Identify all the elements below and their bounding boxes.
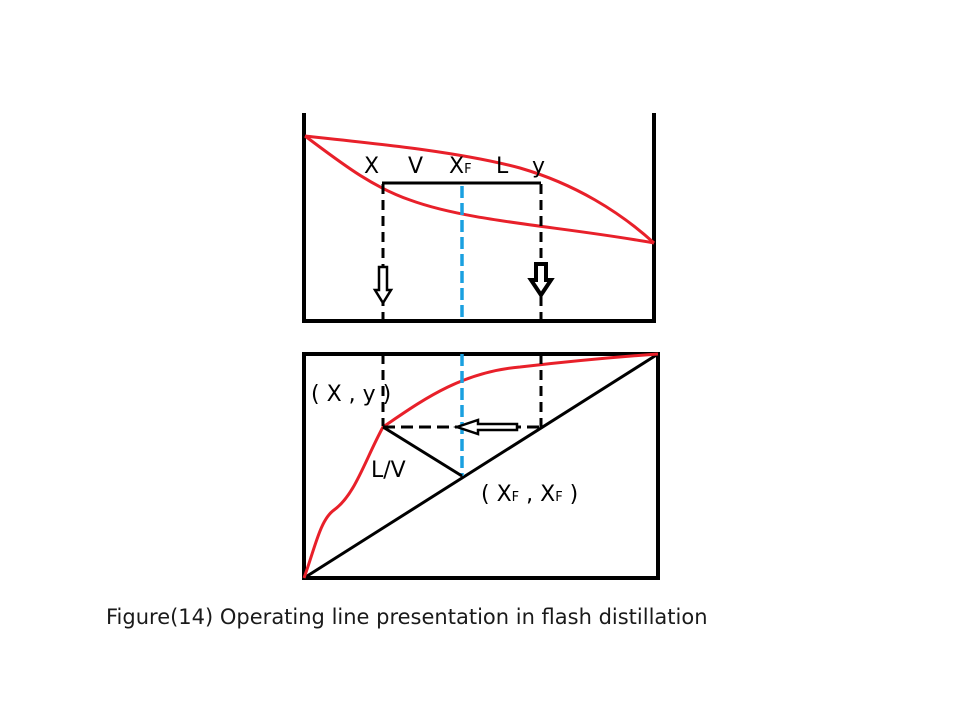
label-x-top: X [364,154,380,179]
bottom-panel [302,352,660,580]
label-l: L [496,154,509,179]
label-point-xf-sub1: F [511,490,520,505]
label-point-xf-open: ( X [481,482,512,507]
top-panel [302,113,656,323]
bottom-panel-frame [302,352,660,580]
figure-caption: Figure(14) Operating line presentation i… [106,605,708,629]
down-arrow-right-icon [527,262,555,299]
label-point-xf-close: ) [562,482,579,507]
label-v: V [408,154,424,179]
bubble-point-curve [304,134,655,245]
label-slope-lv: L/V [371,458,406,483]
label-xf-top: XF [449,156,472,178]
operating-line [382,425,463,478]
annotation-layer [453,418,519,436]
left-arrow-icon [453,418,519,436]
label-xf-top-sub: F [464,162,472,177]
diagonal-line [303,352,659,580]
label-point-xf: ( XF , XF ) [481,484,578,506]
dew-point-curve [304,134,656,245]
label-point-xf-sub2: F [555,490,563,505]
label-xf-top-main: X [449,154,465,179]
label-point-xy: ( X , y ) [311,382,392,407]
down-arrow-left-icon [372,265,394,306]
label-y-top: y [532,154,546,179]
label-point-xf-mid: , X [519,482,556,507]
equilibrium-curve [302,352,659,579]
